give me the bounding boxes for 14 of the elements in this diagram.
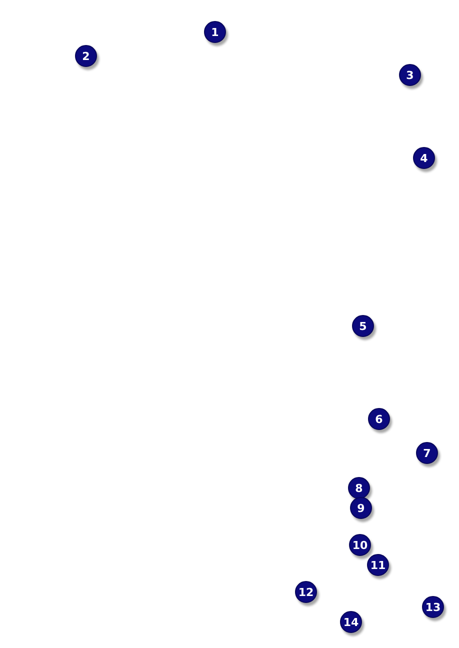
callout-number: 14 <box>340 611 362 633</box>
callout-number: 1 <box>204 21 226 43</box>
callout-number: 10 <box>349 534 371 556</box>
callout-number: 6 <box>368 408 390 430</box>
callout-number: 5 <box>352 315 374 337</box>
callout-number: 8 <box>348 477 370 499</box>
callout-number: 4 <box>413 147 435 169</box>
callout-number: 3 <box>399 64 421 86</box>
callout-number: 11 <box>367 554 389 576</box>
callout-number: 9 <box>350 497 372 519</box>
callout-number: 7 <box>416 442 438 464</box>
callout-number: 2 <box>75 45 97 67</box>
callout-number: 12 <box>295 581 317 603</box>
callout-number: 13 <box>422 596 444 618</box>
